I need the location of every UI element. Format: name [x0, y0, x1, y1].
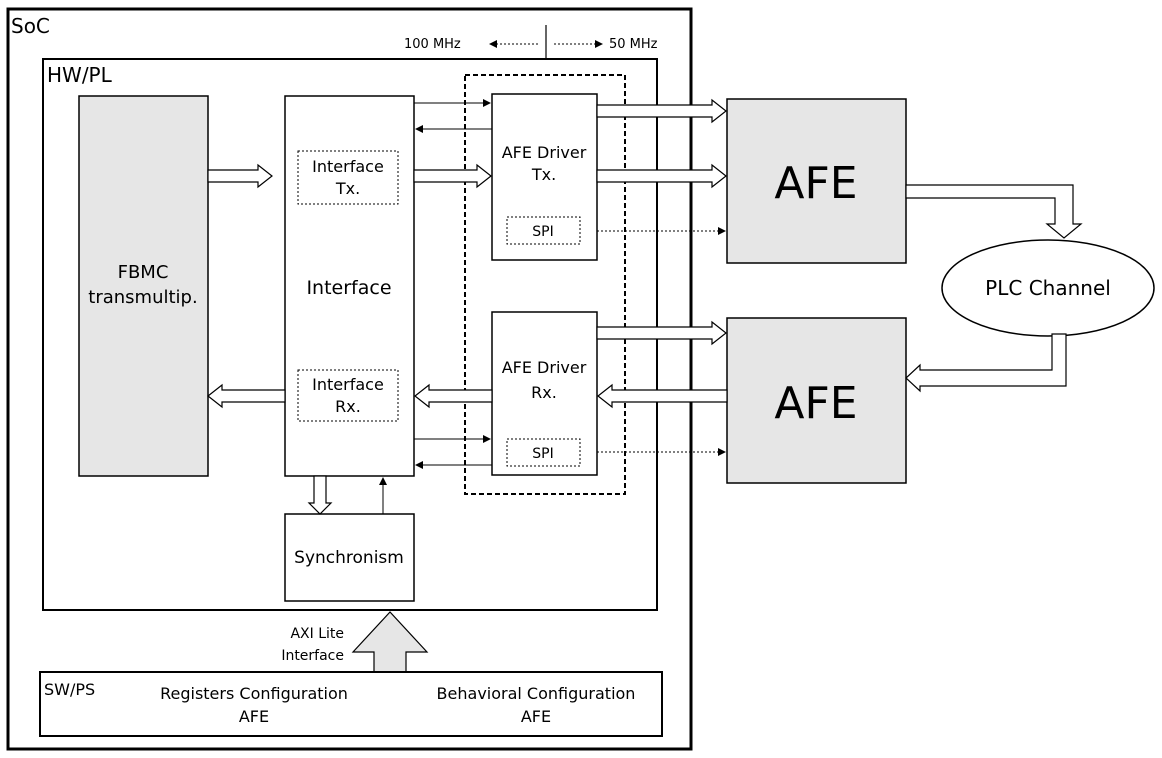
registers-config-line1: Registers Configuration [160, 684, 348, 703]
fbmc-label-line2: transmultip. [88, 287, 197, 308]
interface-rx-line1: Interface [312, 375, 384, 394]
plc-channel-label: PLC Channel [985, 276, 1111, 300]
interface-tx-line1: Interface [312, 157, 384, 176]
soc-label: SoC [11, 14, 50, 38]
driver-rx-to-interface-arrow [414, 383, 493, 409]
afe-driver-rx-line1: AFE Driver [502, 358, 587, 377]
afe-top-block [726, 98, 907, 264]
interface-label: Interface [306, 277, 391, 299]
registers-config-line2: AFE [239, 707, 269, 726]
afe-top-label: AFE [774, 158, 857, 209]
afe-bottom-block [726, 317, 907, 484]
plc-to-afe-bottom-arrow [905, 333, 1067, 393]
afe-driver-rx-line2: Rx. [531, 383, 557, 402]
clock-50mhz-label: 50 MHz [609, 37, 658, 52]
behavioral-config-line1: Behavioral Configuration [437, 684, 636, 703]
clock-100mhz-label: 100 MHz [404, 37, 461, 52]
afe-driver-group [464, 74, 626, 495]
spi-tx-box [506, 216, 581, 245]
axi-label-line1: AXI Lite [290, 626, 344, 642]
interface-tx-box [297, 150, 399, 205]
plc-channel-ellipse [941, 239, 1155, 337]
soc-frame [6, 7, 693, 751]
driver-rx-to-afe-arrow [596, 320, 727, 346]
driver-tx-to-afe-arrow-2 [596, 163, 727, 189]
sw-ps-frame [39, 671, 663, 737]
fbmc-block [78, 95, 209, 477]
fbmc-label-line1: FBMC [118, 262, 169, 283]
interface-tx-to-driver-arrow [413, 163, 492, 189]
afe-top-to-plc-arrow [905, 184, 1083, 239]
afe-bottom-label: AFE [774, 378, 857, 429]
behavioral-config-line2: AFE [521, 707, 551, 726]
sw-ps-label: SW/PS [44, 680, 95, 699]
hw-pl-label: HW/PL [47, 63, 113, 87]
afe-to-driver-rx-arrow [597, 383, 728, 409]
axi-label-line2: Interface [281, 648, 344, 664]
afe-driver-tx-line1: AFE Driver [502, 143, 587, 162]
interface-rx-box [297, 369, 399, 422]
interface-to-synchronism-arrow [307, 475, 333, 515]
synchronism-label: Synchronism [294, 548, 404, 568]
spi-rx-box [506, 438, 581, 467]
interface-block [284, 95, 415, 477]
interface-tx-line2: Tx. [335, 179, 360, 198]
afe-driver-tx-line2: Tx. [531, 165, 556, 184]
spi-tx-label: SPI [532, 224, 553, 240]
axi-lite-arrow [351, 611, 429, 673]
fbmc-to-interface-tx-arrow [207, 163, 273, 189]
synchronism-block [284, 513, 415, 602]
interface-rx-to-fbmc-arrow [207, 383, 286, 409]
interface-rx-line2: Rx. [335, 397, 361, 416]
driver-tx-to-afe-arrow-1 [596, 98, 727, 124]
spi-rx-label: SPI [532, 446, 553, 462]
